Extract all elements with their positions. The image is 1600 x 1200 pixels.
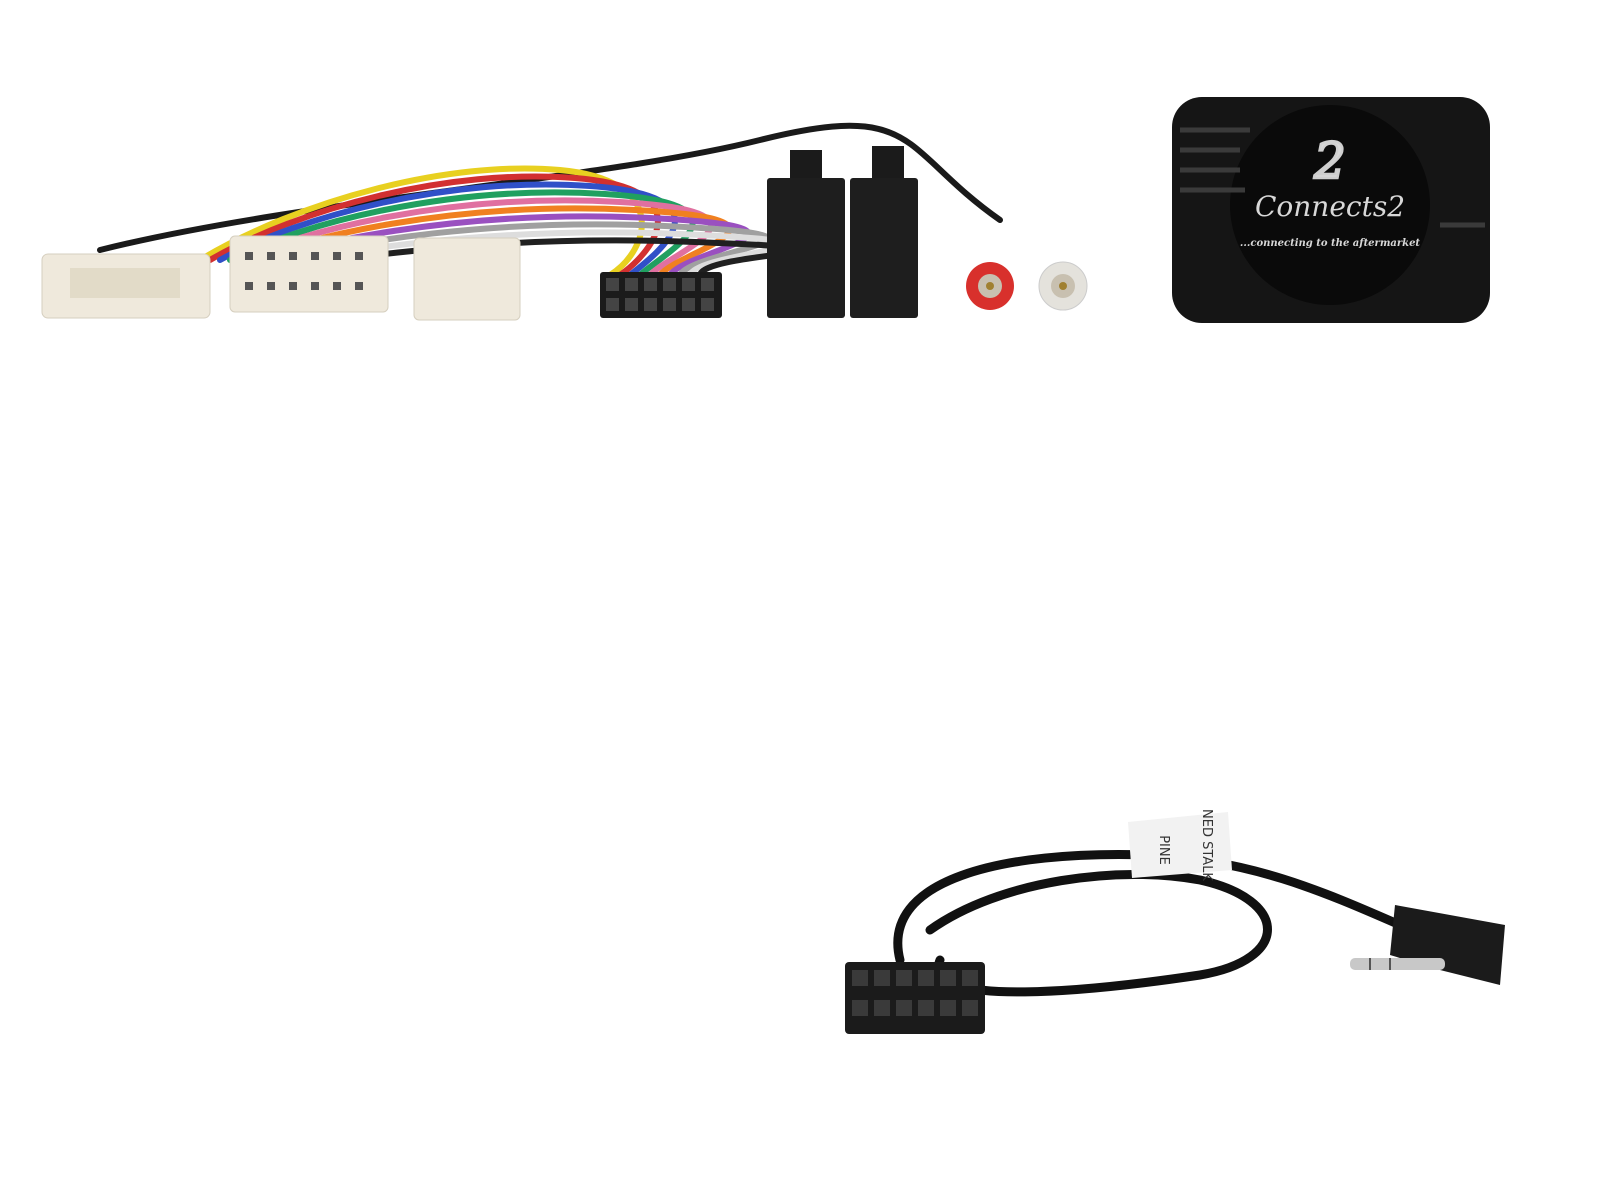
pin bbox=[245, 252, 253, 260]
pin bbox=[874, 1000, 890, 1016]
rca-plug-red bbox=[966, 262, 1014, 310]
pin bbox=[355, 252, 363, 260]
tagline: ...connecting to the aftermarket bbox=[1240, 238, 1421, 249]
white-connector-1 bbox=[41, 253, 211, 319]
pin bbox=[644, 278, 657, 291]
pin bbox=[289, 282, 297, 290]
pin bbox=[355, 282, 363, 290]
pin bbox=[852, 970, 868, 986]
label-line-1: PINE bbox=[1156, 835, 1171, 865]
pin bbox=[625, 298, 638, 311]
iso-connector-left bbox=[767, 150, 845, 318]
pin bbox=[701, 298, 714, 311]
cable-label: PINE NED STALK bbox=[1128, 809, 1232, 881]
interface-module: 2 Connects2 ...connecting to the afterma… bbox=[1172, 97, 1490, 323]
pin bbox=[896, 970, 912, 986]
pin bbox=[267, 282, 275, 290]
pin bbox=[245, 282, 253, 290]
pin bbox=[682, 298, 695, 311]
pin bbox=[896, 1000, 912, 1016]
wire bbox=[237, 197, 714, 278]
pin bbox=[644, 298, 657, 311]
label-line-2: NED STALK bbox=[1199, 809, 1214, 881]
pin bbox=[962, 970, 978, 986]
rca-plug-white bbox=[1038, 261, 1088, 311]
pin bbox=[874, 970, 890, 986]
pin bbox=[625, 278, 638, 291]
black-pin-connector bbox=[600, 272, 722, 318]
pin bbox=[311, 252, 319, 260]
pin bbox=[701, 278, 714, 291]
pin bbox=[940, 970, 956, 986]
pin bbox=[311, 282, 319, 290]
pin bbox=[852, 1000, 868, 1016]
pin bbox=[333, 252, 341, 260]
audio-jack-plug bbox=[1350, 905, 1505, 985]
wire bbox=[97, 122, 1003, 253]
pin bbox=[333, 282, 341, 290]
pin bbox=[663, 298, 676, 311]
wire bbox=[197, 165, 645, 278]
pin bbox=[940, 1000, 956, 1016]
logo-mark: 2 bbox=[1313, 132, 1346, 190]
white-connector-2 bbox=[229, 235, 389, 313]
pin bbox=[918, 970, 934, 986]
pin bbox=[682, 278, 695, 291]
brand-logo: Connects2 bbox=[1255, 190, 1405, 223]
pin bbox=[289, 252, 297, 260]
white-connector-3 bbox=[413, 237, 521, 321]
pin bbox=[606, 298, 619, 311]
pin bbox=[606, 278, 619, 291]
pin bbox=[663, 278, 676, 291]
pin bbox=[962, 1000, 978, 1016]
pin bbox=[918, 1000, 934, 1016]
iso-connector-right bbox=[850, 146, 918, 318]
wire bbox=[227, 189, 696, 278]
pin bbox=[267, 252, 275, 260]
cable-pin-connector bbox=[845, 962, 985, 1034]
